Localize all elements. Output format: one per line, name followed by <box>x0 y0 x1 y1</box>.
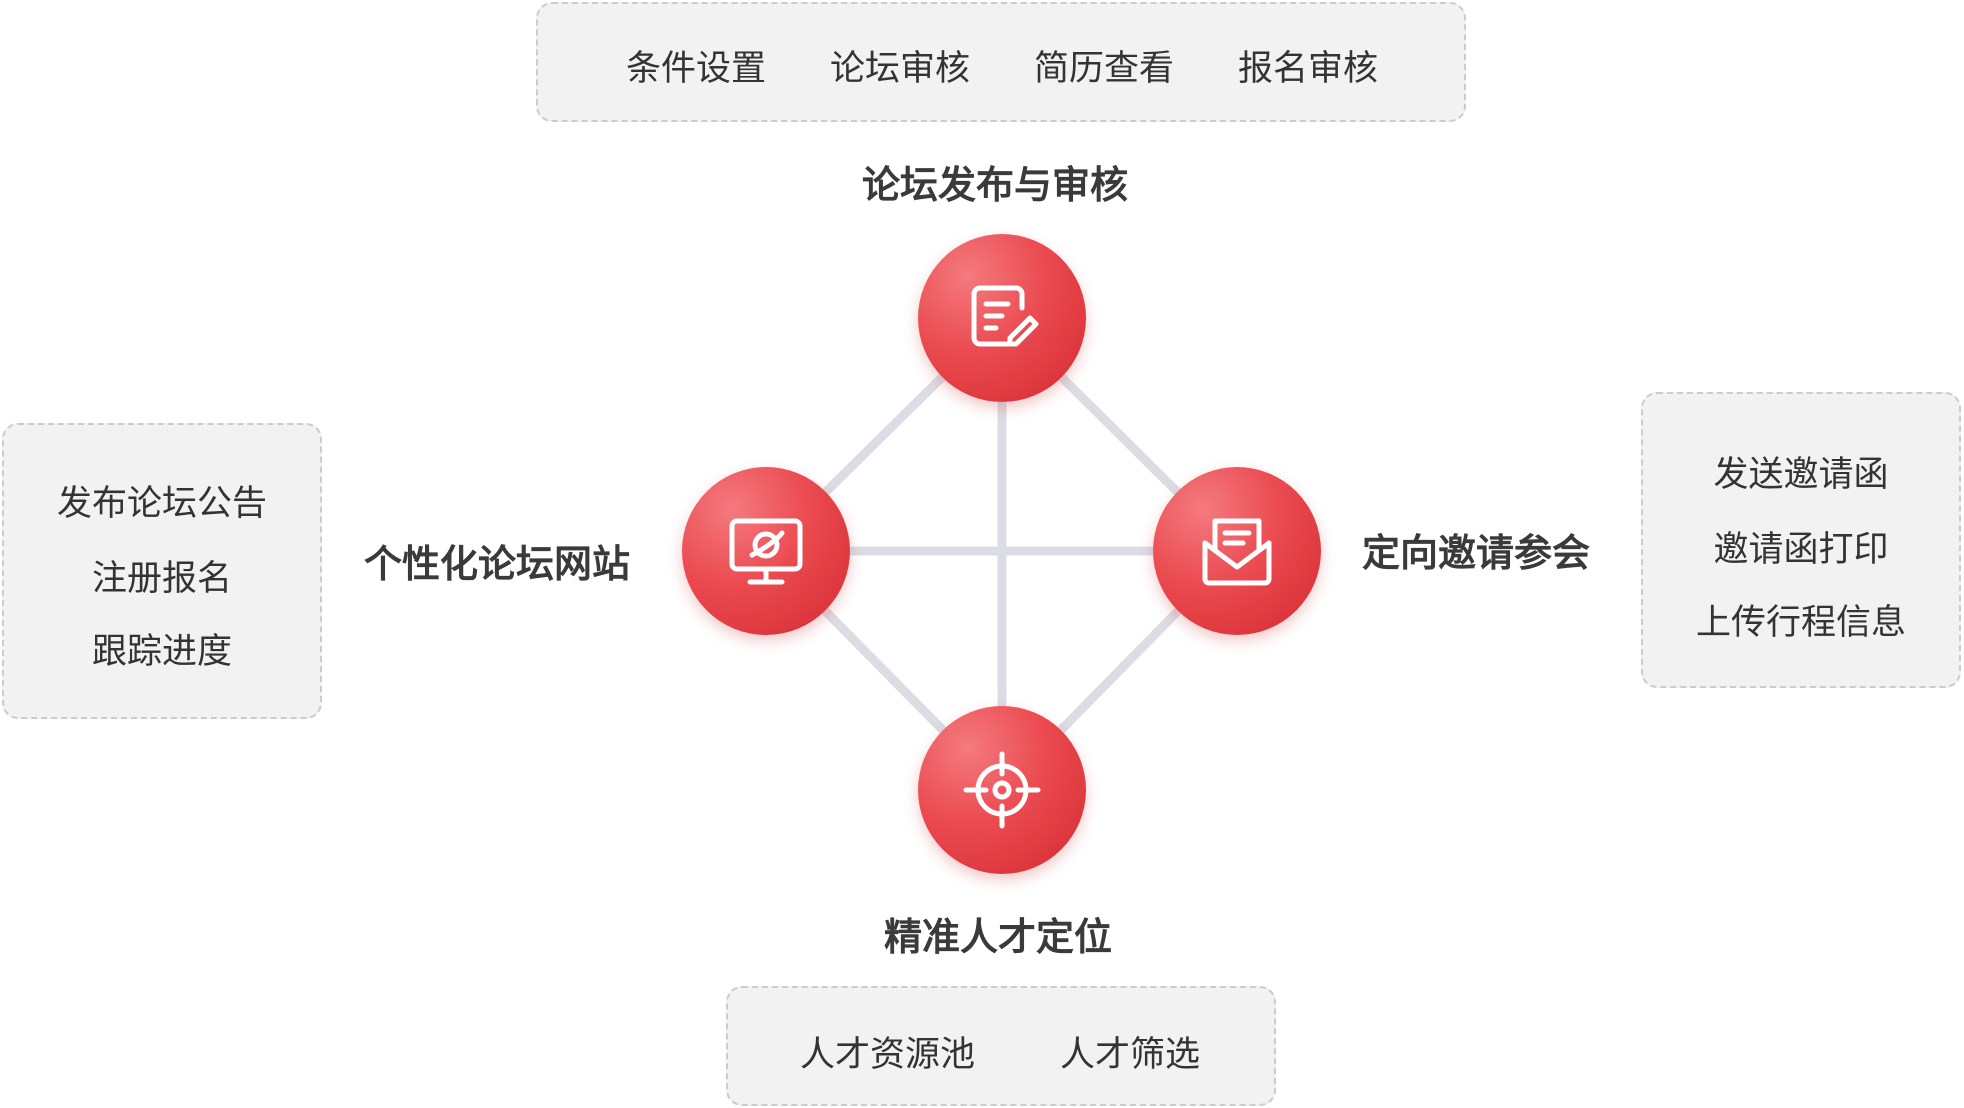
left-item: 注册报名 <box>91 559 232 599</box>
right-item: 上传行程信息 <box>1695 603 1906 643</box>
target-crosshair-icon <box>963 751 1041 829</box>
left-items-box: 发布论坛公告 注册报名 跟踪进度 <box>2 423 322 719</box>
right-title: 定向邀请参会 <box>1362 531 1591 575</box>
top-item: 简历查看 <box>1034 49 1175 89</box>
bottom-item: 人才筛选 <box>1060 1035 1201 1075</box>
left-item: 发布论坛公告 <box>56 484 267 524</box>
right-item: 邀请函打印 <box>1713 530 1889 570</box>
left-item: 跟踪进度 <box>91 632 232 672</box>
top-title: 论坛发布与审核 <box>862 163 1129 207</box>
envelope-letter-icon <box>1202 518 1272 586</box>
right-items-box: 发送邀请函 邀请函打印 上传行程信息 <box>1641 392 1961 688</box>
left-title: 个性化论坛网站 <box>364 542 631 586</box>
bottom-node <box>918 706 1086 874</box>
top-item: 报名审核 <box>1238 49 1379 89</box>
left-node <box>682 467 850 635</box>
bottom-title: 精准人才定位 <box>884 915 1113 959</box>
top-node <box>918 234 1086 402</box>
top-item: 条件设置 <box>626 49 767 89</box>
document-edit-icon <box>971 285 1039 347</box>
bottom-item: 人才资源池 <box>800 1035 976 1075</box>
right-item: 发送邀请函 <box>1713 455 1889 495</box>
top-items-box: 条件设置 论坛审核 简历查看 报名审核 <box>536 2 1466 122</box>
monitor-planet-icon <box>729 518 803 585</box>
top-item: 论坛审核 <box>830 49 971 89</box>
bottom-items-box: 人才资源池 人才筛选 <box>726 986 1276 1106</box>
right-node <box>1153 467 1321 635</box>
